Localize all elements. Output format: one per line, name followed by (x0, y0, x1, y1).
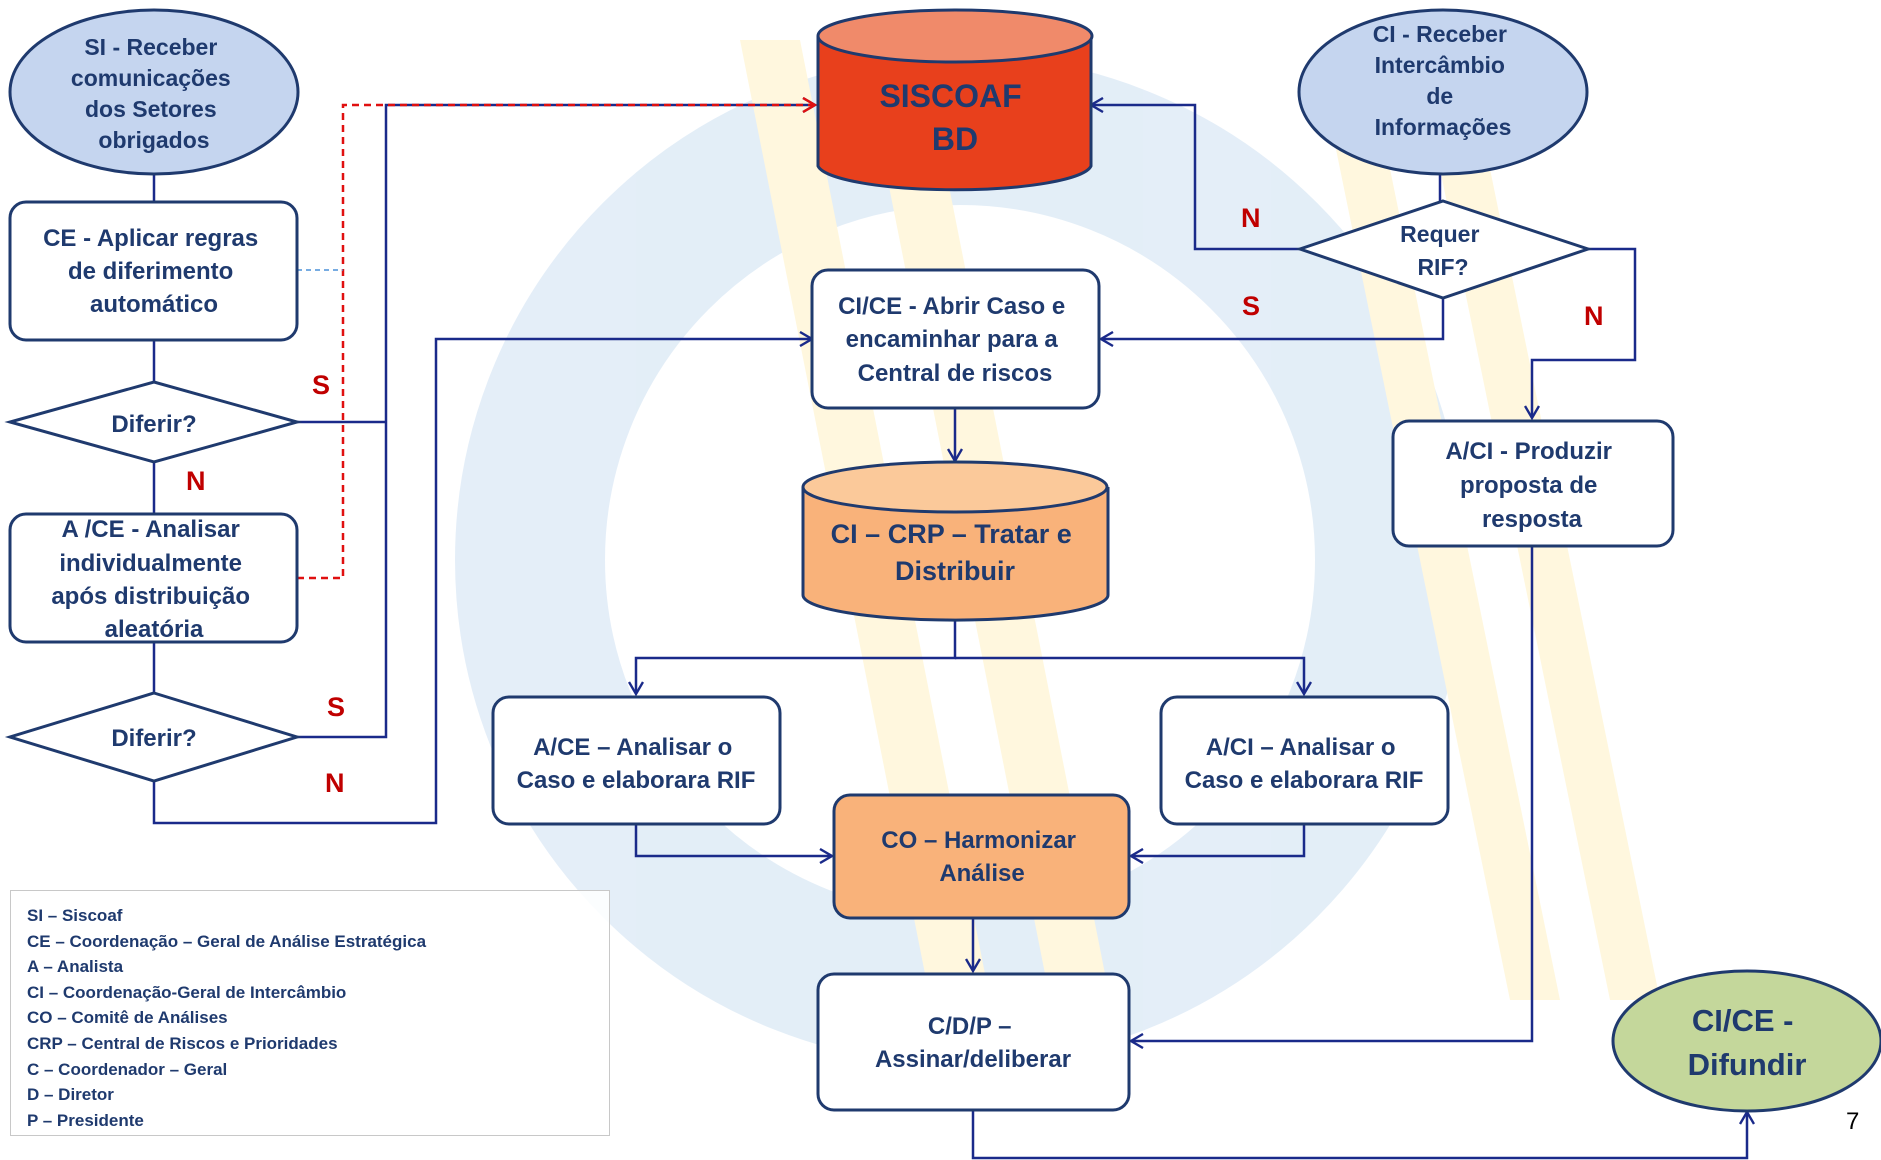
legend-item: CRP – Central de Riscos e Prioridades (27, 1033, 338, 1053)
label-n-diferir-1: N (186, 466, 206, 496)
node-diferir-2: Diferir? (4, 691, 303, 783)
label-s-requer: S (1242, 291, 1260, 321)
edge-crp-split-right (955, 656, 1304, 694)
svg-text:CE - Aplicar regras de d: CE - Aplicar regras de diferimento autom… (43, 225, 265, 318)
legend-item: CO – Comitê de Análises (27, 1008, 228, 1028)
label-s-diferir-2: S (327, 692, 345, 722)
edge-diferir2-n (152, 339, 812, 825)
label-n-requer-left: N (1241, 203, 1261, 233)
svg-text:C/D/P – Assinar/delibe: C/D/P – Assinar/deliberar (875, 1013, 1071, 1073)
svg-text:A/CI – Analisar o Caso e: A/CI – Analisar o Caso e elaborara RIF (1185, 734, 1424, 794)
svg-text:SISCOAF BD: SISCOAF BD (879, 78, 1030, 157)
node-co-harmonize: CO – Harmonizar Análise (832, 793, 1131, 920)
node-si-receive: SI - Receber comunicações dos Setores ob… (8, 8, 300, 176)
node-ci-ce-open-case: CI/CE - Abrir Caso e encaminhar para a C… (810, 268, 1101, 410)
node-ci-crp: CI – CRP – Tratar e Distribuir (801, 460, 1110, 622)
node-a-ce-analyze-rif: A/CE – Analisar o Caso e elaborara RIF (491, 695, 782, 826)
svg-text:Diferir?: Diferir? (111, 725, 196, 752)
edge-labels: S N S N N S N (186, 203, 1604, 798)
svg-text:CI – CRP – Tratar e Di: CI – CRP – Tratar e Distribuir (831, 519, 1080, 586)
svg-text:Requer RIF?: Requer RIF? (1400, 221, 1486, 280)
label-n-requer-right: N (1584, 301, 1604, 331)
legend: SI – Siscoaf CE – Coordenação – Geral de… (10, 890, 610, 1136)
edge-requer-n-siscoaf (1091, 105, 1300, 251)
edge-requer-s (1101, 298, 1445, 339)
node-a-ci-analyze-rif: A/CI – Analisar o Caso e elaborara RIF (1159, 695, 1450, 826)
svg-text:A /CE - Analisar individ: A /CE - Analisar individualmente após di… (51, 516, 256, 643)
node-a-ce-analyze: A /CE - Analisar individualmente após di… (8, 512, 299, 644)
edge-crp-split (636, 620, 957, 694)
label-n-diferir-2: N (325, 768, 345, 798)
node-diferir-1: Diferir? (4, 380, 303, 464)
legend-item: A – Analista (27, 957, 124, 977)
edge-diferir2-s (297, 105, 815, 739)
node-ci-receive: CI - Receber Intercâmbio de Informações (1297, 8, 1589, 176)
legend-item: P – Presidente (27, 1110, 144, 1130)
edge-aci-to-co (1131, 824, 1306, 856)
legend-item: D – Diretor (27, 1085, 114, 1105)
connectors (152, 105, 1747, 1160)
node-requer-rif: Requer RIF? (1295, 199, 1593, 300)
label-s-diferir-1: S (312, 370, 330, 400)
svg-text:CI - Receber Intercâmbi: CI - Receber Intercâmbio de Informações (1373, 21, 1514, 140)
legend-item: SI – Siscoaf (27, 906, 123, 925)
svg-text:CI/CE - Difundir: CI/CE - Difundir (1688, 1003, 1807, 1082)
legend-item: CI – Coordenação-Geral de Intercâmbio (27, 982, 347, 1002)
node-a-ci-produce: A/CI - Produzir proposta de resposta (1391, 419, 1675, 548)
node-ce-rules: CE - Aplicar regras de diferimento autom… (8, 200, 299, 342)
svg-text:A/CE – Analisar o Caso e: A/CE – Analisar o Caso e elaborara RIF (517, 734, 756, 794)
edge-analyze-to-siscoaf (297, 105, 815, 580)
svg-text:CO – Harmonizar Análise: CO – Harmonizar Análise (881, 827, 1082, 887)
edge-ace-to-co (634, 824, 832, 856)
svg-text:SI - Receber comunicaçõe: SI - Receber comunicações dos Setores ob… (71, 34, 237, 153)
node-c-d-p-sign: C/D/P – Assinar/deliberar (816, 972, 1131, 1112)
dashed-red-links (297, 105, 815, 580)
edge-requer-n-produce (1532, 247, 1637, 418)
legend-item: CE – Coordenação – Geral de Análise Estr… (27, 931, 427, 951)
edge-produce-to-sign (1131, 546, 1534, 1041)
page-number: 7 (1846, 1108, 1860, 1135)
svg-text:A/CI - Produzir proposta: A/CI - Produzir proposta de resposta (1445, 438, 1618, 533)
svg-text:Diferir?: Diferir? (111, 411, 196, 438)
node-siscoaf-db: SISCOAF BD (816, 8, 1094, 192)
node-ci-ce-spread: CI/CE - Difundir (1611, 969, 1881, 1113)
edge-sign-to-difundir (971, 1110, 1747, 1160)
legend-item: C – Coordenador – Geral (27, 1059, 228, 1079)
svg-text:CI/CE - Abrir Caso e enc: CI/CE - Abrir Caso e encaminhar para a C… (838, 293, 1072, 387)
